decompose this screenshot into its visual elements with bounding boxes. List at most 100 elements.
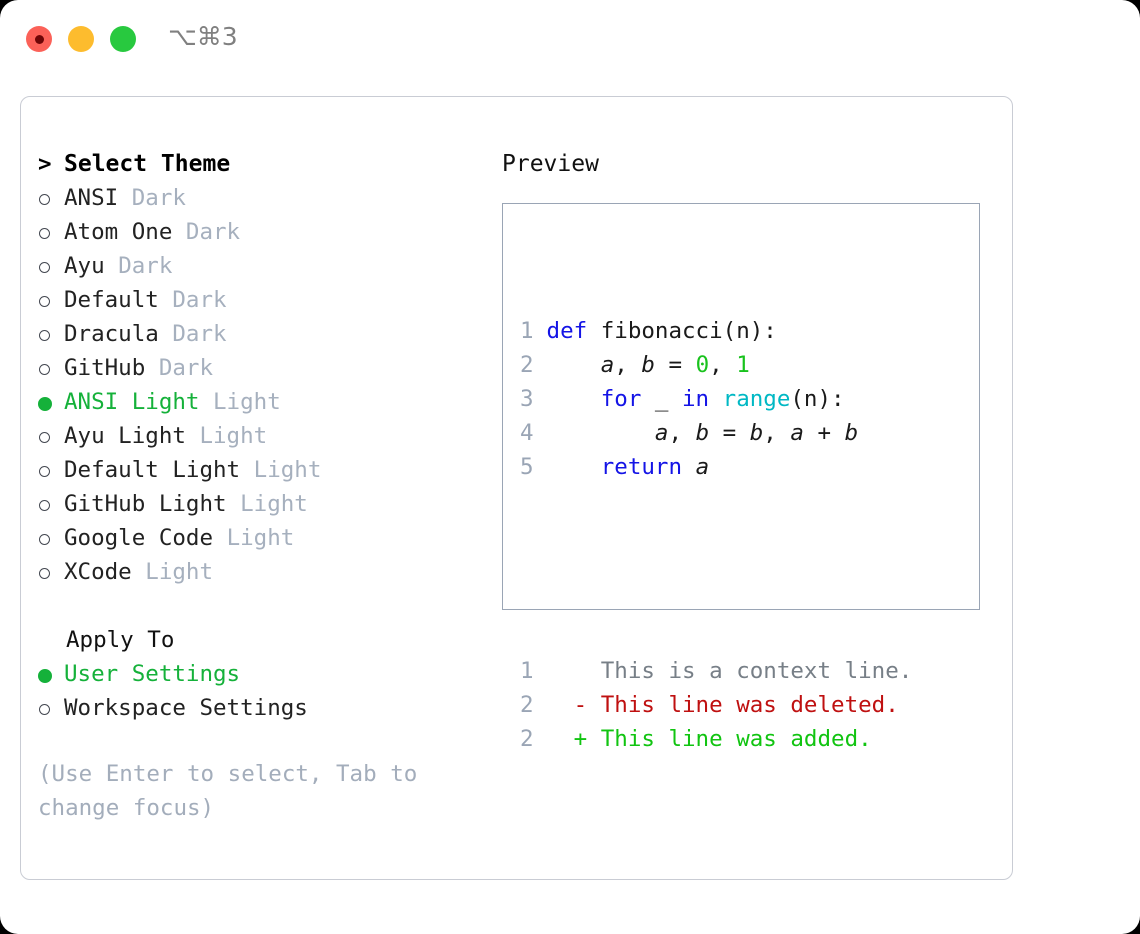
radio-unselected-icon[interactable] bbox=[38, 488, 64, 522]
code-token-kw: in bbox=[682, 386, 710, 412]
radio-selected-icon[interactable] bbox=[38, 658, 64, 692]
diff-line-number: 2 bbox=[520, 726, 534, 752]
code-token-plain bbox=[547, 352, 601, 378]
theme-list-item[interactable]: XCode Light bbox=[38, 555, 488, 589]
code-token-plain: , bbox=[763, 420, 791, 446]
code-token-var: b bbox=[695, 420, 710, 446]
theme-list-heading-label: Select Theme bbox=[64, 151, 231, 177]
theme-name-label: Default Light bbox=[64, 457, 241, 483]
code-token-var: a bbox=[600, 352, 615, 378]
code-token-var: a bbox=[695, 454, 710, 480]
code-token-kw: def bbox=[546, 318, 601, 344]
theme-list-item[interactable]: Google Code Light bbox=[38, 521, 488, 555]
theme-name-label: GitHub bbox=[64, 355, 146, 381]
theme-name-label: Atom One bbox=[64, 219, 173, 245]
code-token-plain: (n): bbox=[790, 386, 845, 412]
diff-text: This line was deleted. bbox=[600, 692, 899, 718]
radio-selected-icon[interactable] bbox=[38, 386, 64, 420]
preview-title: Preview bbox=[502, 151, 599, 177]
code-line-number: 1 bbox=[520, 318, 534, 344]
code-diff-separator bbox=[520, 552, 912, 586]
theme-list-item[interactable]: Dracula Dark bbox=[38, 317, 488, 351]
theme-list-item[interactable]: Ayu Light Light bbox=[38, 419, 488, 453]
apply-to-item[interactable]: Workspace Settings bbox=[38, 691, 488, 725]
close-button[interactable] bbox=[26, 26, 52, 52]
diff-line: 2 + This line was added. bbox=[520, 722, 912, 756]
theme-mode-badge: Light bbox=[240, 491, 308, 517]
diff-line-number: 2 bbox=[520, 692, 534, 718]
code-token-plain: fibonacci(n): bbox=[600, 318, 777, 344]
radio-unselected-icon[interactable] bbox=[38, 420, 64, 454]
radio-unselected-icon[interactable] bbox=[38, 216, 64, 250]
code-token-plain bbox=[682, 454, 696, 480]
code-token-plain bbox=[547, 386, 601, 412]
theme-list-item[interactable]: Ayu Dark bbox=[38, 249, 488, 283]
keyboard-shortcut-label: ⌥⌘3 bbox=[168, 22, 238, 51]
apply-to-item[interactable]: User Settings bbox=[38, 657, 488, 691]
apply-to-label: User Settings bbox=[64, 661, 241, 687]
maximize-button[interactable] bbox=[110, 26, 136, 52]
radio-unselected-icon[interactable] bbox=[38, 284, 64, 318]
radio-unselected-icon[interactable] bbox=[38, 454, 64, 488]
theme-mode-badge: Light bbox=[226, 525, 295, 551]
code-line: 5 return a bbox=[520, 450, 912, 484]
theme-list-item[interactable]: ANSI Dark bbox=[38, 181, 488, 215]
keyboard-hint-text: (Use Enter to select, Tab to change focu… bbox=[38, 761, 418, 821]
theme-name-label: XCode bbox=[64, 559, 132, 585]
theme-name-label: ANSI Light bbox=[64, 389, 200, 415]
theme-mode-badge: Dark bbox=[131, 185, 186, 211]
diff-line: 2 - This line was deleted. bbox=[520, 688, 912, 722]
theme-name-label: Ayu Light bbox=[64, 423, 186, 449]
code-token-var: a bbox=[790, 420, 804, 446]
diff-text: This line was added. bbox=[600, 726, 872, 752]
theme-list-item[interactable]: GitHub Light Light bbox=[38, 487, 488, 521]
theme-mode-badge: Light bbox=[253, 457, 322, 483]
code-token-plain: + bbox=[803, 420, 845, 446]
code-token-kw: for bbox=[600, 386, 642, 412]
theme-list-item[interactable]: Atom One Dark bbox=[38, 215, 488, 249]
code-token-kw: return bbox=[600, 454, 683, 480]
diff-line-number: 1 bbox=[520, 658, 534, 684]
radio-unselected-icon[interactable] bbox=[38, 556, 64, 590]
code-line: 2 a, b = 0, 1 bbox=[520, 348, 912, 382]
code-line: 4 a, b = b, a + b bbox=[520, 416, 912, 450]
theme-name-label: Default bbox=[64, 287, 159, 313]
radio-unselected-icon[interactable] bbox=[38, 692, 64, 726]
window-controls bbox=[26, 26, 136, 52]
code-token-var: a bbox=[654, 420, 669, 446]
theme-list-heading: > Select Theme bbox=[38, 147, 488, 181]
diff-line: 1 This is a context line. bbox=[520, 654, 912, 688]
minimize-button[interactable] bbox=[68, 26, 94, 52]
theme-name-label: Google Code bbox=[64, 525, 214, 551]
code-token-plain: = bbox=[709, 420, 750, 446]
code-token-fn: range bbox=[722, 386, 791, 412]
theme-name-label: Dracula bbox=[64, 321, 159, 347]
apply-to-label: Workspace Settings bbox=[64, 695, 308, 721]
radio-unselected-icon[interactable] bbox=[38, 352, 64, 386]
theme-mode-badge: Dark bbox=[172, 287, 227, 313]
theme-list-item[interactable]: GitHub Dark bbox=[38, 351, 488, 385]
theme-mode-badge: Dark bbox=[185, 219, 241, 245]
code-line: 3 for _ in range(n): bbox=[520, 382, 912, 416]
theme-list-item[interactable]: Default Light Light bbox=[38, 453, 488, 487]
radio-unselected-icon[interactable] bbox=[38, 250, 64, 284]
code-token-num: 1 bbox=[736, 352, 750, 378]
radio-unselected-icon[interactable] bbox=[38, 182, 64, 216]
code-line-number: 4 bbox=[520, 420, 534, 446]
theme-mode-badge: Dark bbox=[158, 355, 214, 381]
theme-list-item[interactable]: ANSI Light Light bbox=[38, 385, 488, 419]
prompt-caret-icon: > bbox=[38, 151, 52, 177]
apply-to-heading: Apply To bbox=[66, 627, 175, 653]
code-token-plain: , bbox=[614, 352, 642, 378]
code-token-plain bbox=[547, 420, 655, 446]
radio-unselected-icon[interactable] bbox=[38, 522, 64, 556]
diff-marker bbox=[533, 658, 601, 684]
theme-name-label: ANSI bbox=[64, 185, 119, 211]
radio-unselected-icon[interactable] bbox=[38, 318, 64, 352]
theme-list-item[interactable]: Default Dark bbox=[38, 283, 488, 317]
